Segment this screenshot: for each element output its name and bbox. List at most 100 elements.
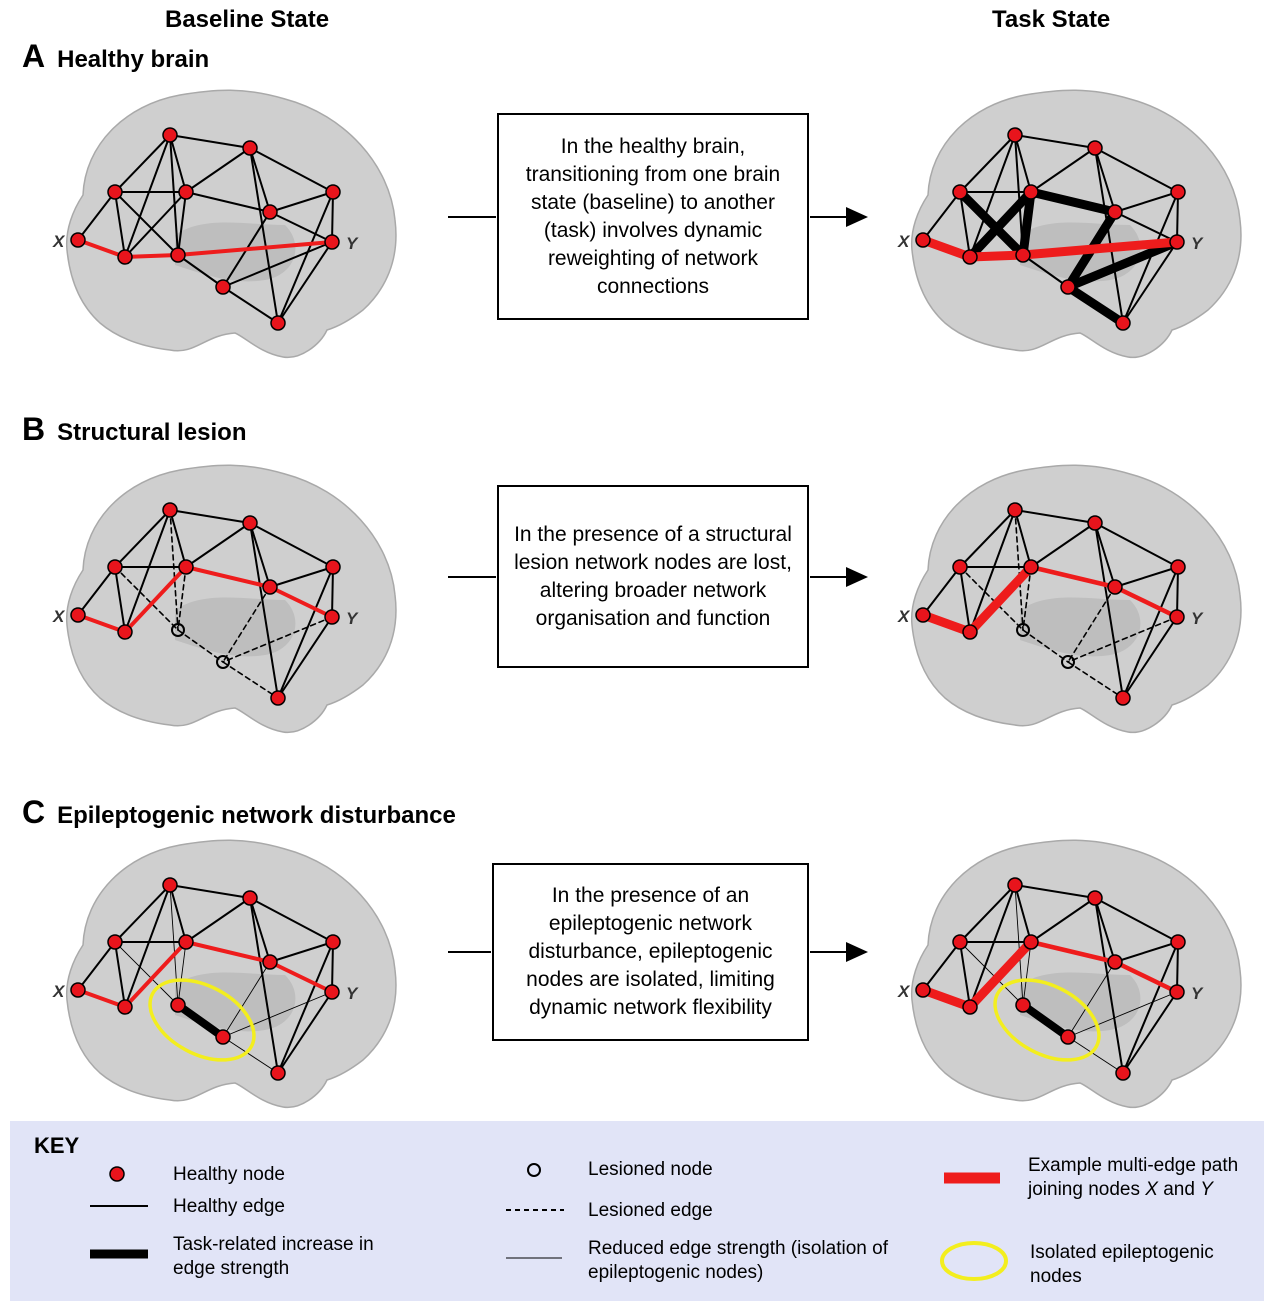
lesioned-edge	[1067, 661, 1124, 699]
path-edge	[965, 250, 1028, 262]
path-edge	[176, 240, 334, 257]
network-edge	[114, 941, 126, 1008]
network-edge	[1114, 941, 1179, 963]
path-edge	[918, 610, 975, 637]
reduced-edge	[114, 941, 179, 1006]
lesioned-edge	[1022, 629, 1069, 663]
path-label-and: and	[1157, 1179, 1201, 1200]
network-edge	[169, 509, 251, 524]
lesioned-edge	[1067, 586, 1116, 663]
network-edge	[114, 509, 171, 568]
network-edge	[922, 191, 961, 241]
healthy-node	[1169, 609, 1185, 625]
healthy-node	[1170, 184, 1186, 200]
epileptogenic-strong-edge	[174, 1001, 227, 1041]
healthy-node	[952, 559, 968, 575]
path-label-y: Y	[1200, 1179, 1213, 1200]
baseline-column-header: Baseline State	[165, 6, 330, 33]
network-edge	[1014, 134, 1096, 149]
description-a-text: In the healthy brain, transitioning from…	[525, 134, 781, 298]
reduced-edge	[169, 884, 179, 1006]
network-edge	[269, 941, 334, 963]
path-edge	[1112, 959, 1180, 995]
healthy-node	[1170, 559, 1186, 575]
lesioned-node-symbol	[527, 1163, 541, 1177]
network-edge	[1094, 897, 1116, 963]
network-edge	[114, 191, 126, 258]
lesioned-edge	[177, 629, 224, 663]
network-edge	[277, 191, 334, 324]
network-edge	[1014, 509, 1096, 524]
path-edge	[965, 937, 1036, 1012]
section-c-heading: Epileptogenic network disturbance	[57, 802, 456, 829]
network-edge	[1122, 991, 1178, 1074]
healthy-node	[70, 232, 86, 248]
description-box-b: In the presence of a structural lesion n…	[497, 485, 809, 668]
node-label-y: Y	[1191, 609, 1204, 628]
network-edge	[1094, 522, 1124, 699]
healthy-node	[107, 184, 123, 200]
lesioned-node	[1061, 655, 1075, 669]
task-increase-symbol	[90, 1249, 148, 1259]
network-edge	[77, 191, 116, 241]
healthy-node	[324, 984, 340, 1000]
network-edge	[1026, 187, 1120, 217]
network-edge	[922, 941, 961, 991]
path-edge	[184, 565, 272, 589]
healthy-node	[262, 204, 278, 220]
lesioned-node	[1016, 623, 1030, 637]
key-title: KEY	[34, 1133, 80, 1158]
healthy-node	[70, 607, 86, 623]
isolated-ellipse-symbol	[940, 1241, 1008, 1281]
network-edge	[169, 509, 187, 568]
network-edge	[269, 191, 334, 213]
healthy-node	[70, 982, 86, 998]
healthy-node	[270, 1065, 286, 1081]
healthy-node	[1169, 234, 1185, 250]
node-label-x: X	[897, 232, 911, 251]
network-edge	[1122, 566, 1179, 699]
network-edge	[1014, 884, 1032, 943]
network-edge	[1022, 254, 1069, 288]
lesioned-edge	[1014, 509, 1024, 631]
network-edge	[969, 509, 1016, 633]
path-edge	[918, 985, 975, 1012]
lesioned-edge	[222, 616, 333, 663]
lesioned-edge	[114, 566, 179, 631]
healthy-node	[1007, 127, 1023, 143]
network-edge	[1030, 897, 1096, 943]
network-edge	[1014, 134, 1032, 193]
network-edge	[1094, 897, 1124, 1074]
network-edge	[1094, 897, 1179, 943]
healthy-node	[107, 559, 123, 575]
healthy-node	[1087, 515, 1103, 531]
lesioned-edge	[169, 509, 179, 631]
healthy-node	[1115, 315, 1131, 331]
path-label-x: X	[1145, 1179, 1158, 1200]
network-edge	[124, 191, 187, 258]
healthy-node	[107, 934, 123, 950]
lesioned-edge	[1022, 566, 1032, 631]
reduced-edge	[1014, 884, 1024, 1006]
path-edge	[184, 940, 272, 964]
healthy-node	[242, 890, 258, 906]
healthy-node	[162, 502, 178, 518]
reduced-edge	[222, 991, 333, 1038]
network-edge	[77, 566, 116, 616]
network-edge	[1030, 522, 1096, 568]
network-edge	[959, 941, 971, 1008]
healthy-node	[1015, 247, 1031, 263]
node-label-y: Y	[346, 234, 359, 253]
healthy-node	[1107, 204, 1123, 220]
healthy-edge-symbol	[90, 1205, 148, 1207]
network-edge	[969, 134, 1016, 258]
network-edge	[169, 134, 187, 193]
network-edge	[249, 897, 279, 1074]
healthy-node	[1115, 1065, 1131, 1081]
lesioned-edge	[1067, 616, 1178, 663]
network-edge	[124, 509, 171, 633]
healthy-node	[1023, 559, 1039, 575]
healthy-node	[1107, 579, 1123, 595]
network-edge	[1063, 237, 1182, 292]
node-label-x: X	[897, 607, 911, 626]
